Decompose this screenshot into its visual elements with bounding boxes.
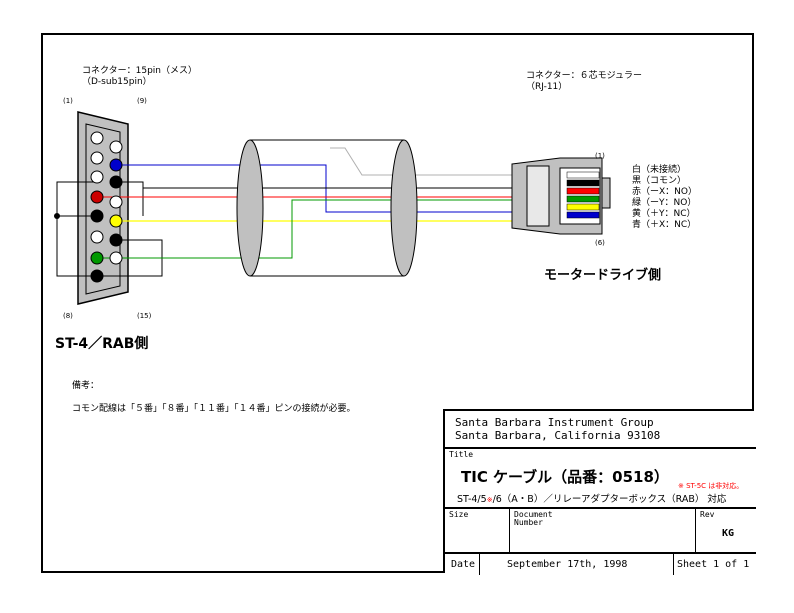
- pin-13: [109, 214, 123, 228]
- pin-14: [109, 233, 123, 247]
- wire-legend-blue: 青（＋X：NC）: [632, 220, 697, 230]
- pin-label-15: (15): [137, 312, 152, 320]
- left-connector-caption-2: （D-sub15pin）: [82, 77, 152, 87]
- date-field-label: Date: [451, 559, 476, 570]
- rj-pin-label-6: (6): [595, 239, 605, 247]
- pin-10: [109, 158, 123, 172]
- notes-heading: 備考：: [72, 381, 100, 391]
- title-field-label: Title: [449, 450, 474, 459]
- pin-label-9: (9): [137, 97, 147, 105]
- sheet-value: Sheet 1 of 1: [677, 559, 750, 570]
- right-side-label: モータードライブ側: [544, 268, 662, 283]
- pin-label-8: (8): [63, 312, 73, 320]
- pin-9: [109, 140, 123, 154]
- title-note: ※ ST-5C は非対応。: [678, 482, 744, 490]
- pin-3: [90, 170, 104, 184]
- wire-yellow: [116, 205, 521, 222]
- dsub-pins: [90, 131, 123, 283]
- left-connector-caption-1: コネクター：15pin（メス）: [82, 66, 198, 76]
- wire-green: [97, 199, 520, 259]
- pin-1: [90, 131, 104, 145]
- rj11-connector: [511, 157, 611, 235]
- pin-12: [109, 195, 123, 209]
- wire-legend-green: 緑（ーY：NO）: [632, 198, 697, 208]
- wire-color-legend: 白（未接続） 黒（コモン） 赤（ーX：NO） 緑（ーY：NO） 黄（＋Y：NC）…: [632, 165, 697, 231]
- rev-field-label: Rev: [700, 510, 715, 519]
- rj-pin-label-1: (1): [595, 152, 605, 160]
- pin-4: [90, 190, 104, 204]
- wire-legend-black: 黒（コモン）: [632, 176, 687, 186]
- wire-legend-white: 白（未接続）: [632, 165, 687, 175]
- cable-shield: [236, 139, 418, 277]
- right-connector-caption-1: コネクター：６芯モジュラー: [526, 71, 643, 81]
- size-field-label: Size: [449, 510, 469, 519]
- company-line-2: Santa Barbara, California 93108: [455, 429, 661, 442]
- pin-11: [109, 175, 123, 189]
- pin-5: [90, 209, 104, 223]
- pin-6: [90, 230, 104, 244]
- wire-legend-red: 赤（ーX：NO）: [632, 187, 697, 197]
- drawing-title: TIC ケーブル（品番：0518）: [461, 468, 669, 486]
- wire-legend-yellow: 黄（＋Y：NC）: [632, 209, 696, 219]
- company-line-1: Santa Barbara Instrument Group: [455, 416, 654, 429]
- pin-label-1: (1): [63, 97, 73, 105]
- left-side-label: ST-4／RAB側: [55, 336, 149, 352]
- junction-dot: [54, 213, 60, 219]
- document-field-label-2: Number: [514, 518, 543, 527]
- wire-white-unconnected: [330, 147, 520, 176]
- notes-body: コモン配線は「５番」「８番」「１１番」「１４番」ピンの接続が必要。: [72, 404, 356, 414]
- date-value: September 17th, 1998: [507, 559, 628, 570]
- drawing-sheet-border: [41, 33, 754, 573]
- subtitle-mark: ※: [486, 496, 493, 504]
- pin-7: [90, 251, 104, 265]
- document-field-label-1: Document: [514, 510, 553, 519]
- drawing-subtitle: ST-4/5※/6（A・B）／リレーアダプターボックス（RAB） 対応: [457, 494, 727, 505]
- pin-8: [90, 269, 104, 283]
- pin-15: [109, 251, 123, 265]
- right-connector-caption-2: （RJ-11）: [526, 82, 568, 92]
- title-block: Santa Barbara Instrument Group Santa Bar…: [443, 409, 756, 575]
- rev-value: KG: [722, 528, 735, 539]
- pin-2: [90, 151, 104, 165]
